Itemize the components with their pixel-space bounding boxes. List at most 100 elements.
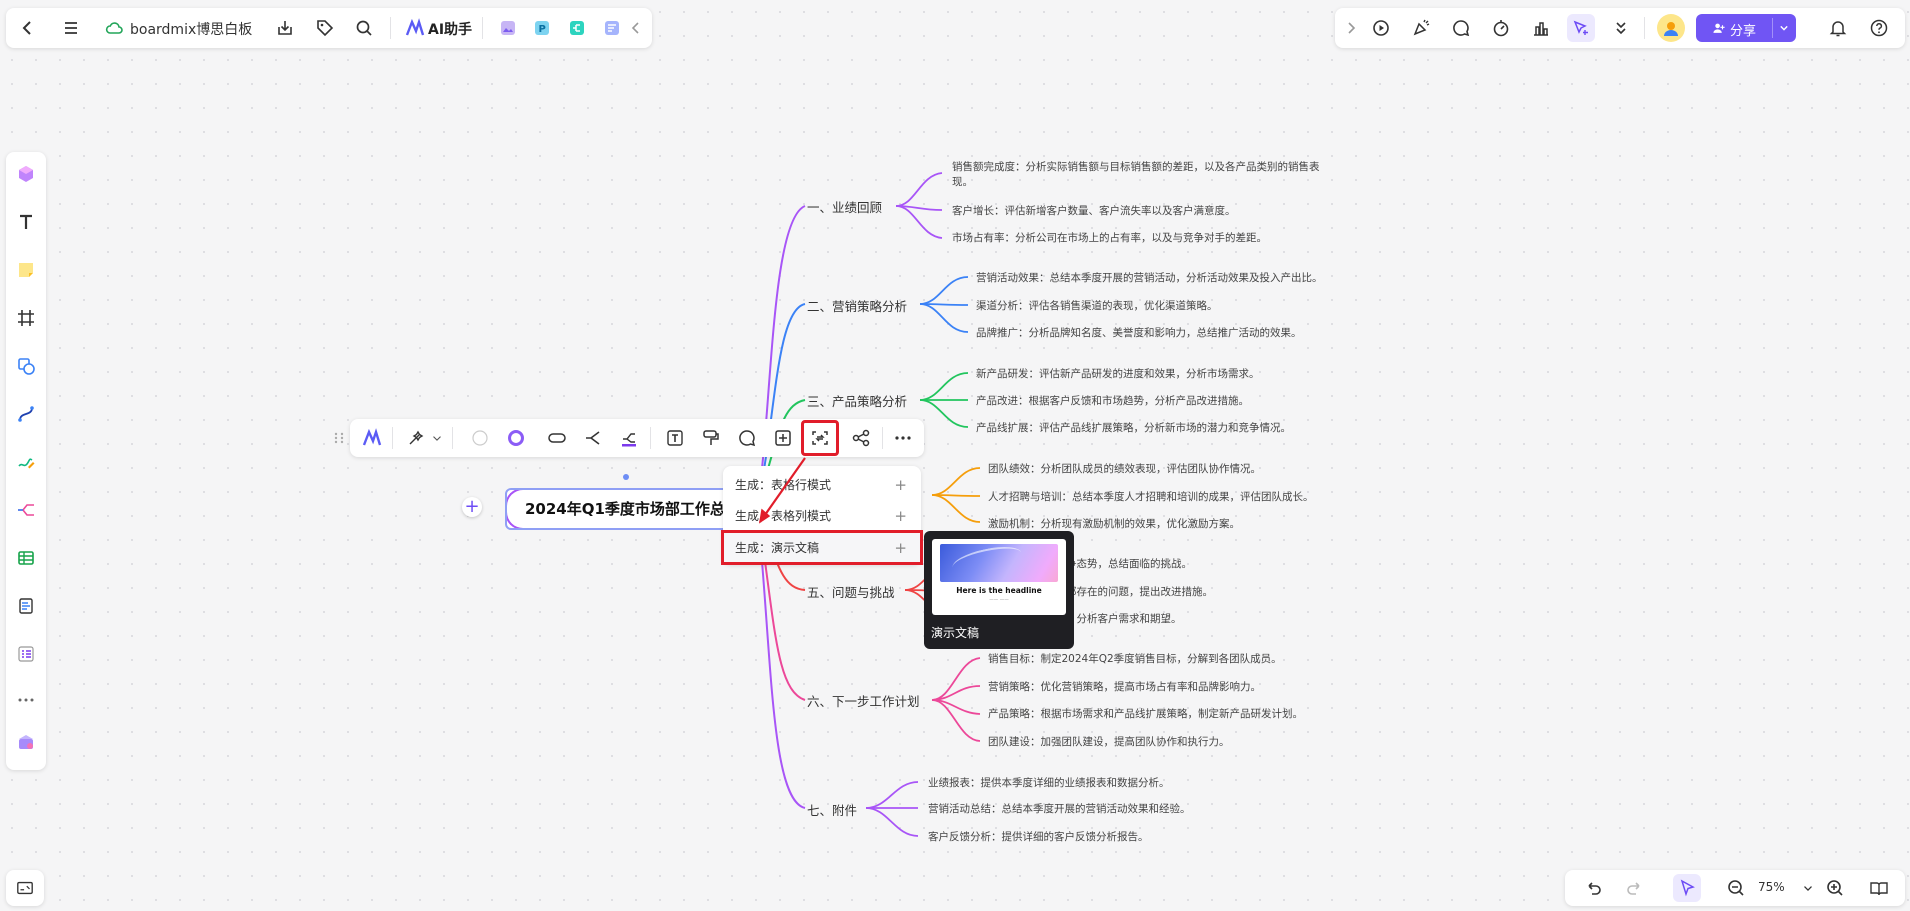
border-color-icon[interactable] [502,424,530,452]
shape-tool-icon[interactable] [12,352,40,380]
undo-icon[interactable] [1579,874,1607,902]
list-tool-icon[interactable] [12,640,40,668]
root-node[interactable]: 2024年Q1季度市场部工作总结 [505,488,759,530]
cursor-follow-icon[interactable] [1567,14,1595,42]
text-format-icon[interactable] [661,424,689,452]
ai-logo-icon[interactable] [358,424,386,452]
branch-label[interactable]: 五、问题与挑战 [807,585,895,600]
apps-box-icon[interactable] [12,728,40,756]
avatar[interactable] [1657,14,1685,42]
celebrate-icon[interactable] [1407,14,1435,42]
branch-label[interactable]: 二、营销策略分析 [807,299,908,314]
p-plugin-icon[interactable]: P [528,14,556,42]
text-tool-icon[interactable] [12,208,40,236]
chevron-down-icon[interactable] [1776,20,1792,36]
pen-tool-icon[interactable] [12,448,40,476]
play-icon[interactable] [1367,14,1395,42]
convert-icon[interactable] [801,420,839,456]
comment-icon[interactable] [1447,14,1475,42]
help-icon[interactable] [1865,14,1893,42]
leaf-item[interactable]: 营销策略：优化营销策略，提高市场占有率和品牌影响力。 [988,681,1261,693]
leaf-item[interactable]: 营销活动总结：总结本季度开展的营销活动效果和经验。 [928,803,1191,815]
share-link-icon[interactable] [847,424,875,452]
leaf-item[interactable]: 渠道分析：评估各销售渠道的表现，优化渠道策略。 [976,300,1218,312]
branch-label[interactable]: 六、下一步工作计划 [807,694,920,709]
leaf-item[interactable]: 业绩报表：提供本季度详细的业绩报表和数据分析。 [928,777,1170,789]
menu-item-table-row[interactable]: 生成：表格行模式 + [735,475,907,494]
leaf-item[interactable]: 产品策略：根据市场需求和产品线扩展策略，制定新产品研发计划。 [988,708,1303,720]
leaf-item[interactable]: 市场占有率：分析公司在市场上的占有率，以及与竞争对手的差距。 [952,232,1267,244]
download-icon[interactable] [271,14,299,42]
insert-icon[interactable] [769,424,797,452]
leaf-item[interactable]: 品牌推广：分析品牌知名度、美誉度和影响力，总结推广活动的效果。 [976,327,1302,339]
leaf-item[interactable]: 产品改进：根据客户反馈和市场趋势，分析产品改进措施。 [976,395,1249,407]
leaf-item[interactable]: 客户增长：评估新增客户数量、客户流失率以及客户满意度。 [952,205,1236,217]
leaf-item[interactable]: 激励机制：分析现有激励机制的效果，优化激励方案。 [988,518,1240,530]
expand-icon[interactable] [1341,14,1361,42]
add-node-button[interactable]: + [462,497,482,517]
share-button[interactable]: 分享 [1696,14,1796,42]
branch-label[interactable]: 七、附件 [807,803,858,818]
leaf-item[interactable]: 团队绩效：分析团队成员的绩效表现，评估团队协作情况。 [988,463,1261,475]
collapse-icon[interactable] [626,14,646,42]
add-icon[interactable]: + [894,506,907,525]
magic-tool-icon[interactable] [402,424,430,452]
leaf-item[interactable]: 争态势，总结面临的挑战。 [1066,558,1192,570]
ai-assistant-label[interactable]: AI助手 [428,22,473,38]
leaf-item[interactable]: 客户反馈分析：提供详细的客户反馈分析报告。 [928,831,1149,843]
menu-icon[interactable] [57,14,85,42]
select-pointer-icon[interactable] [1673,874,1701,902]
ai-logo-icon[interactable] [404,14,426,42]
leaf-item[interactable]: 现。 [952,176,973,188]
menu-item-presentation[interactable]: 生成：演示文稿 + [721,530,923,565]
chevron-down-icon[interactable] [430,431,444,445]
leaf-item[interactable]: 营销活动效果：总结本季度开展的营销活动，分析活动效果及投入产出比。 [976,272,1323,284]
sticky-note-icon[interactable] [12,256,40,284]
branch-label[interactable]: 一、业绩回顾 [807,200,883,215]
table-tool-icon[interactable] [12,544,40,572]
leaf-item[interactable]: ，分析客户需求和期望。 [1066,613,1182,625]
zoom-level[interactable]: 75% [1758,880,1785,894]
image-plugin-icon[interactable] [494,14,522,42]
drag-handle-icon[interactable] [332,430,346,444]
shape-style-icon[interactable] [543,424,571,452]
more-tools-icon[interactable] [12,686,40,714]
chat-plugin-icon[interactable] [598,14,626,42]
zoom-in-icon[interactable] [1821,874,1849,902]
frame-tool-icon[interactable] [12,304,40,332]
branch-style-icon[interactable] [579,424,607,452]
branch-label[interactable]: 三、产品策略分析 [807,394,908,409]
doc-tool-icon[interactable] [12,592,40,620]
add-icon[interactable]: + [894,538,907,557]
root-selection-handle[interactable] [623,474,629,480]
minimap-button[interactable] [6,870,44,906]
redo-icon[interactable] [1621,874,1649,902]
leaf-item[interactable]: 部存在的问题，提出改进措施。 [1066,586,1213,598]
leaf-item[interactable]: 新产品研发：评估新产品研发的进度和效果，分析市场需求。 [976,368,1260,380]
more-chevron-icon[interactable] [1607,14,1635,42]
add-icon[interactable]: + [894,475,907,494]
connector-tool-icon[interactable] [12,400,40,428]
mindmap-tool-icon[interactable] [12,496,40,524]
menu-item-table-column[interactable]: 生成：表格列模式 + [735,506,907,525]
comment-icon[interactable] [733,424,761,452]
more-icon[interactable] [889,424,917,452]
back-icon[interactable] [14,14,42,42]
flow-plugin-icon[interactable] [563,14,591,42]
line-color-icon[interactable] [615,424,643,452]
timer-icon[interactable] [1487,14,1515,42]
zoom-out-icon[interactable] [1722,874,1750,902]
fill-color-icon[interactable] [466,424,494,452]
search-icon[interactable] [350,14,378,42]
zoom-chevron-down-icon[interactable] [1801,881,1815,895]
book-icon[interactable] [1865,874,1893,902]
tag-icon[interactable] [311,14,339,42]
format-painter-icon[interactable] [697,424,725,452]
leaf-item[interactable]: 销售目标：制定2024年Q2季度销售目标，分解到各团队成员。 [988,653,1282,665]
bell-icon[interactable] [1824,14,1852,42]
app-name[interactable]: boardmix博思白板 [130,22,253,38]
leaf-item[interactable]: 销售额完成度：分析实际销售额与目标销售额的差距，以及各产品类别的销售表 [952,161,1320,173]
leaf-item[interactable]: 团队建设：加强团队建设，提高团队协作和执行力。 [988,736,1230,748]
vote-icon[interactable] [1527,14,1555,42]
template-icon[interactable] [12,160,40,188]
